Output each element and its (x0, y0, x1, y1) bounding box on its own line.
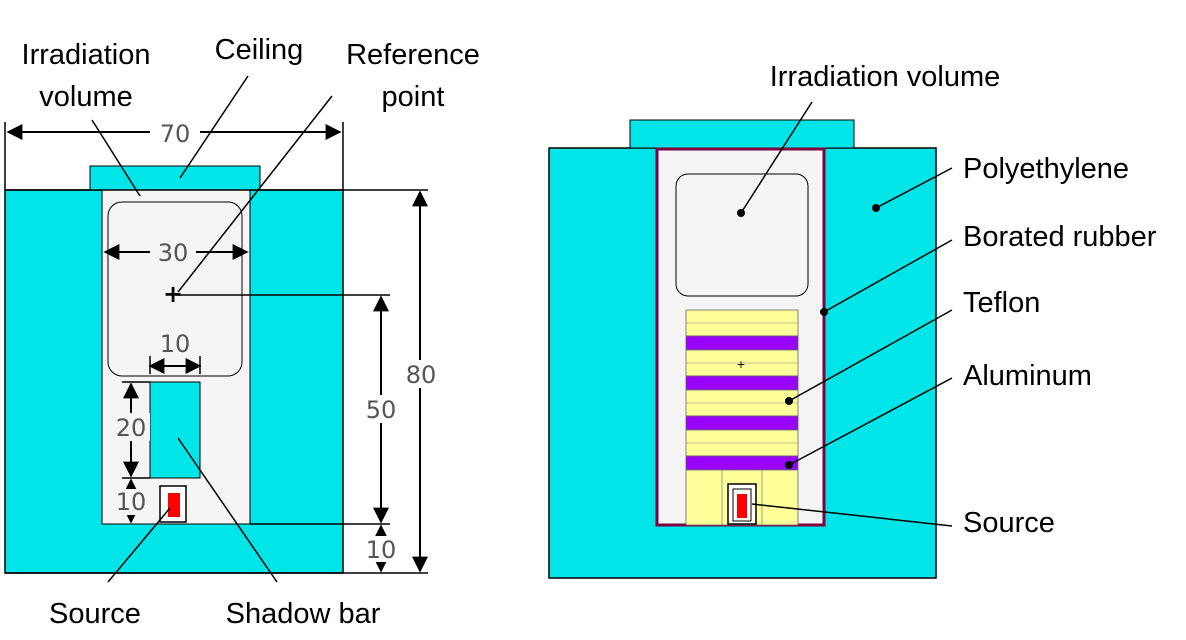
aluminum-layer (685, 335, 799, 351)
dim-50-bg (360, 395, 402, 423)
aluminum-layer (685, 455, 799, 471)
dim-30-bg (150, 238, 196, 266)
left-ceiling (89, 165, 261, 191)
dim-50-label: 50 (366, 396, 397, 424)
right-irradiation-volume (675, 173, 809, 297)
leader-right-irradiation-volume (740, 101, 813, 214)
leader-aluminum (788, 377, 953, 466)
leader-reference-point (177, 95, 333, 293)
dim-10-gap-label: 10 (116, 488, 147, 516)
dim-10-width-label: 10 (160, 330, 191, 358)
label-irradiation-volume-2: volume (39, 81, 133, 113)
right-source (737, 494, 747, 518)
dim-10-floor-bg (360, 536, 402, 562)
label-irradiation-volume-1: Irradiation (22, 39, 151, 71)
label-borated-rubber: Borated rubber (963, 221, 1157, 253)
label-aluminum: Aluminum (963, 360, 1092, 392)
dim-80-label: 80 (406, 361, 437, 389)
label-right-irradiation-volume: Irradiation volume (770, 61, 1001, 93)
dim-30-label: 30 (158, 239, 189, 267)
label-right-source: Source (963, 507, 1055, 539)
dim-20-label: 20 (116, 414, 147, 442)
label-source-left: Source (49, 598, 141, 630)
leader-right-source (751, 503, 953, 527)
label-reference-point-1: Reference (346, 39, 480, 71)
leader-teflon (788, 309, 953, 402)
leader-ceiling (179, 75, 249, 179)
left-shadow-bar (149, 381, 201, 479)
dim-10-floor-label: 10 (366, 536, 397, 564)
right-figure: + Irradiation volume Polyethylene Borate… (548, 61, 1157, 579)
dim-20-bg (112, 413, 150, 441)
label-teflon: Teflon (963, 287, 1040, 319)
aluminum-layer (685, 375, 799, 391)
left-source (168, 493, 180, 517)
label-ceiling: Ceiling (215, 34, 304, 66)
leader-shadow-bar (177, 437, 278, 583)
leader-polyethylene (875, 167, 953, 209)
right-ceiling (629, 119, 855, 149)
left-figure: + 70 30 10 20 10 50 (4, 34, 480, 630)
dim-70-label: 70 (160, 120, 191, 148)
label-shadow-bar: Shadow bar (226, 598, 381, 630)
leader-irradiation-volume (91, 119, 141, 197)
label-reference-point-2: point (382, 81, 445, 113)
reference-point-marker: + (163, 280, 183, 308)
shadow-bar-stack (685, 309, 799, 471)
right-reference-marker: + (736, 358, 745, 371)
leader-source (107, 507, 171, 583)
label-polyethylene: Polyethylene (963, 153, 1129, 185)
dim-80-bg (400, 360, 442, 388)
leader-borated-rubber (823, 239, 953, 313)
dim-10-gap-bg (112, 489, 150, 515)
dim-70-bg (150, 118, 200, 146)
aluminum-layer (685, 415, 799, 431)
